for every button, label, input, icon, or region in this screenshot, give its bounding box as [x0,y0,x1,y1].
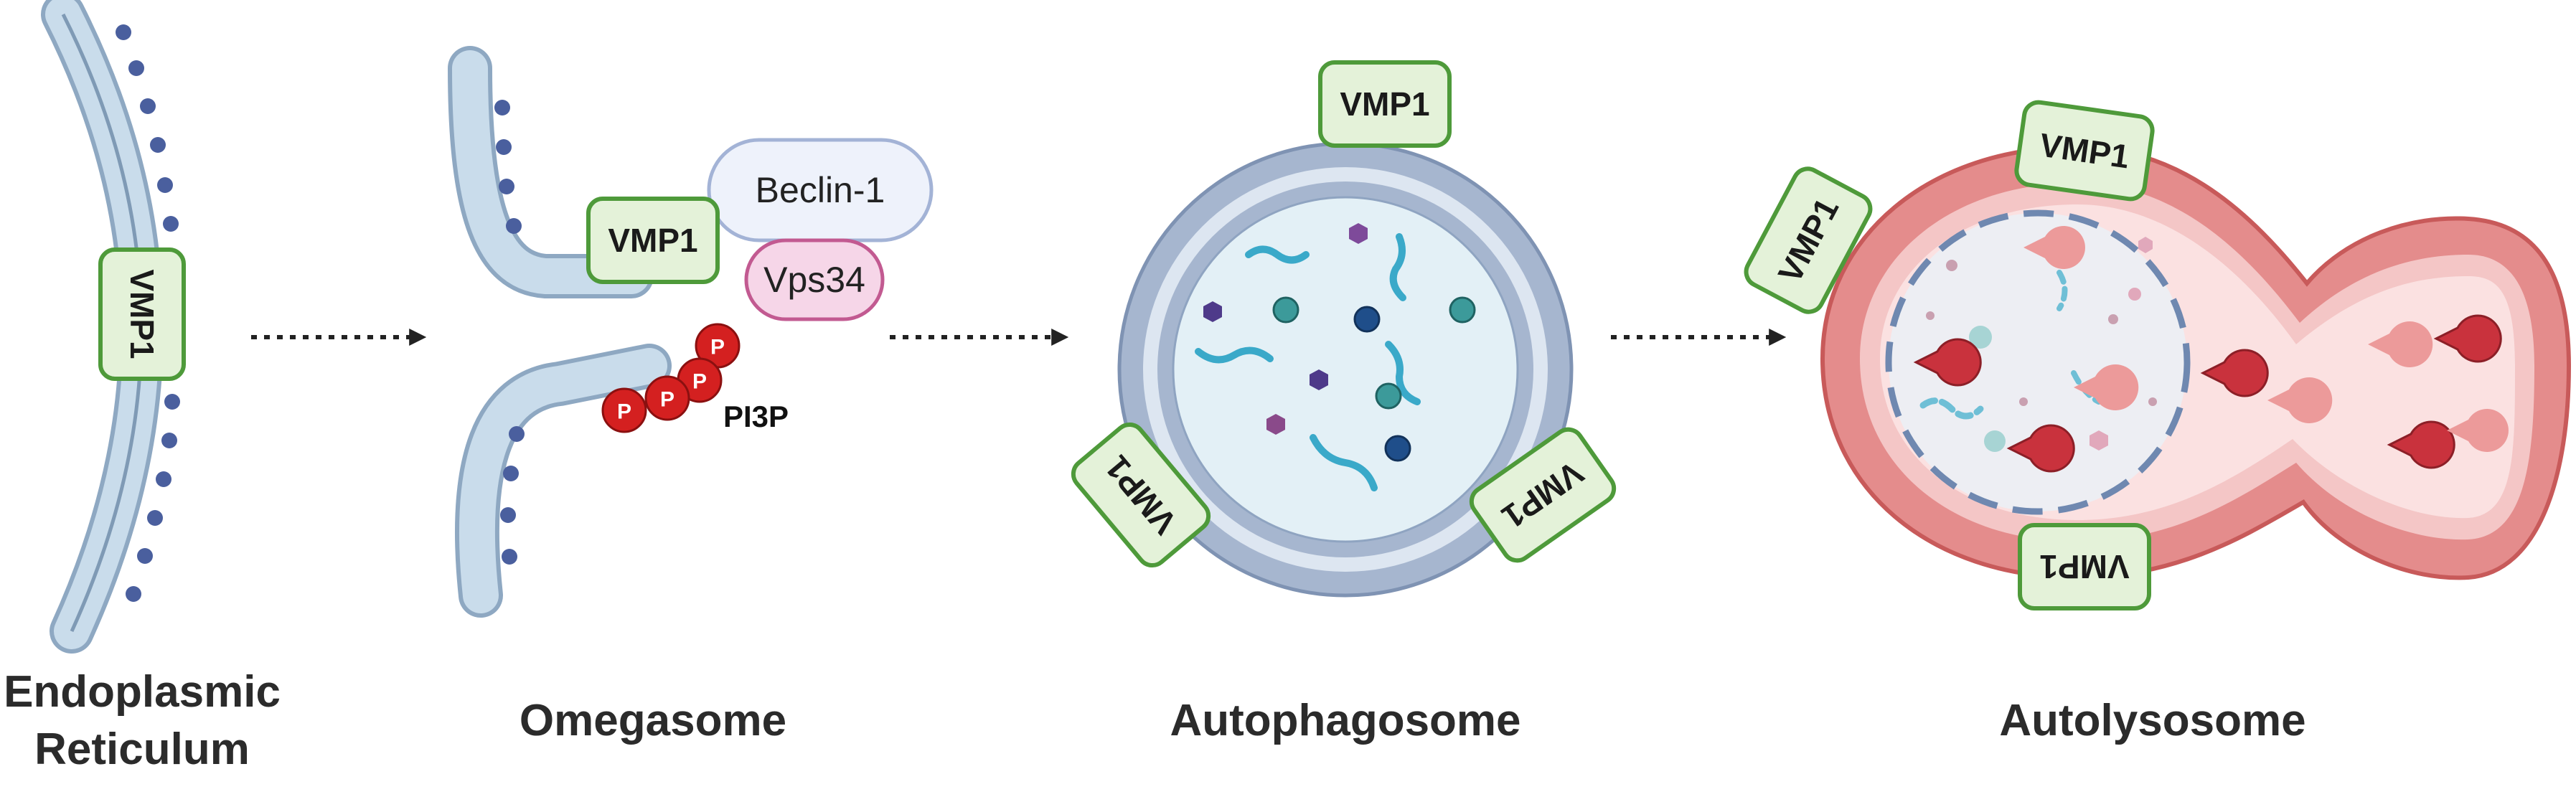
vmp1-box-er: VMP1 [100,250,184,379]
pi3p-label: PI3P [723,400,789,433]
svg-text:P: P [660,388,674,412]
phosphate-1: P [695,323,741,369]
vmp1-box-autophagosome-top: VMP1 [1320,62,1449,146]
vmp1-label: VMP1 [123,269,161,359]
phosphate-3: P [644,375,690,421]
phosphate-groups: P P P P [601,323,741,433]
svg-text:P: P [617,400,631,424]
vmp1-box-autolysosome-left: VMP1 [1741,164,1876,316]
stage-label-er-line1: Endoplasmic [4,667,281,717]
vmp1-box-autophagosome-right: VMP1 [1466,424,1620,566]
vmp1-label: VMP1 [608,222,697,259]
er-ribosome-dots [116,24,180,602]
autophagosome [1117,141,1574,598]
vmp1-box-autolysosome-bottom: VMP1 [2020,525,2149,608]
svg-text:P: P [692,370,707,394]
svg-text:P: P [710,336,725,359]
vmp1-box-omegasome: VMP1 [588,199,718,282]
omegasome-ribosome-dots [494,100,525,565]
lysosomal-enzymes [1913,226,2509,473]
vmp1-label: VMP1 [2039,548,2129,585]
vps34-label: Vps34 [763,260,865,300]
autophagosome-cargo [1195,223,1476,491]
stage-label-autolysosome: Autolysosome [1999,696,2305,745]
inner-vesicle [1885,209,2191,515]
omegasome-membrane [448,46,672,618]
vmp1-label: VMP1 [1340,85,1429,123]
vmp1-box-autolysosome-top: VMP1 [2015,100,2154,201]
stage-label-autophagosome: Autophagosome [1170,696,1520,745]
vmp1-box-autophagosome-left: VMP1 [1068,419,1215,571]
phosphate-4: P [601,387,647,433]
autolysosome-cargo [1919,237,2157,452]
stage-label-er-line2: Reticulum [34,725,250,774]
beclin-1-protein: Beclin-1 [707,138,934,242]
stage-label-omegasome: Omegasome [520,696,786,745]
vps34-protein: Vps34 [744,238,885,321]
beclin-label: Beclin-1 [756,170,885,210]
